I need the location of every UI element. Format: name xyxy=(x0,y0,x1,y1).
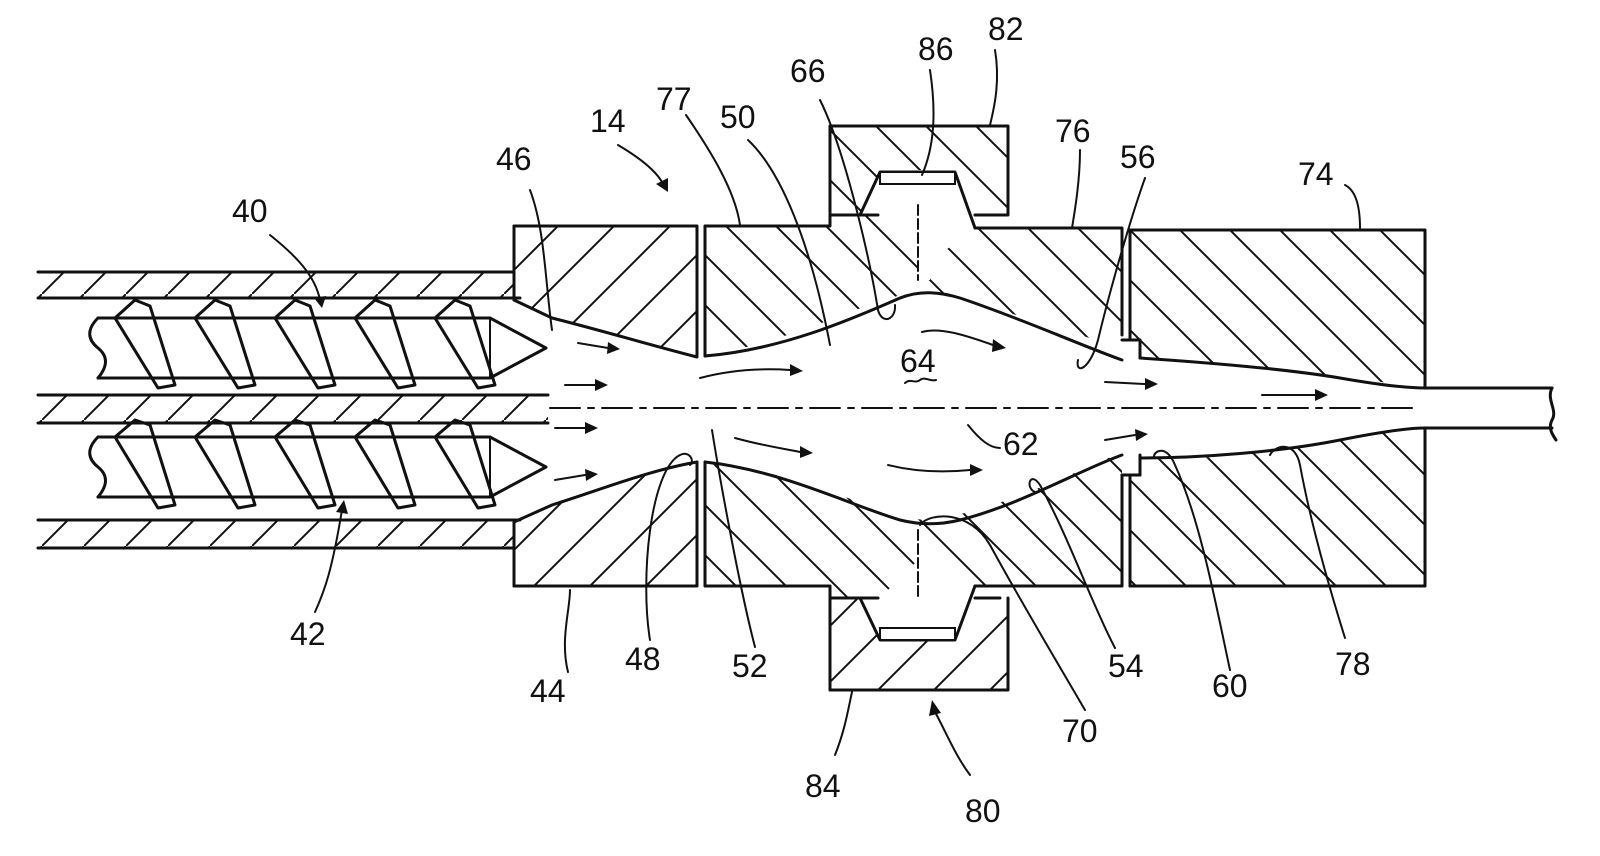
label-66: 66 xyxy=(790,53,826,89)
label-56: 56 xyxy=(1120,139,1156,175)
leader-lines xyxy=(269,49,1361,776)
label-86: 86 xyxy=(918,31,954,67)
die-body-77 xyxy=(703,204,1142,601)
extrudate-strand xyxy=(1423,386,1558,442)
label-70: 70 xyxy=(1062,713,1098,749)
label-78: 78 xyxy=(1335,646,1371,682)
label-76: 76 xyxy=(1055,113,1091,149)
label-44: 44 xyxy=(530,673,566,709)
clamp-ring-82 xyxy=(828,124,1010,230)
label-46: 46 xyxy=(496,141,532,177)
label-84: 84 xyxy=(805,768,841,804)
die-plate-44 xyxy=(512,224,699,588)
screw-lower xyxy=(88,418,548,510)
label-48: 48 xyxy=(625,641,661,677)
label-42: 42 xyxy=(290,616,326,652)
flow-arrows xyxy=(554,329,1328,481)
label-50: 50 xyxy=(720,99,756,135)
screw-flights-upper xyxy=(113,298,497,390)
barrel xyxy=(36,270,550,550)
reference-labels: 14 40 42 44 46 48 50 52 54 56 60 62 64 6… xyxy=(232,11,1371,829)
label-77: 77 xyxy=(656,81,692,117)
label-74: 74 xyxy=(1298,156,1334,192)
label-52: 52 xyxy=(732,648,768,684)
die-tip-74 xyxy=(1128,228,1427,588)
label-14: 14 xyxy=(590,103,626,139)
label-64: 64 xyxy=(900,343,936,379)
label-54: 54 xyxy=(1108,648,1144,684)
label-40: 40 xyxy=(232,193,268,229)
label-82: 82 xyxy=(988,11,1024,47)
label-60: 60 xyxy=(1212,668,1248,704)
clamp-ring-84 xyxy=(828,584,1010,692)
label-62: 62 xyxy=(1003,426,1039,462)
screw-upper xyxy=(88,298,548,390)
screw-flights-lower xyxy=(113,418,497,510)
label-80: 80 xyxy=(965,793,1001,829)
